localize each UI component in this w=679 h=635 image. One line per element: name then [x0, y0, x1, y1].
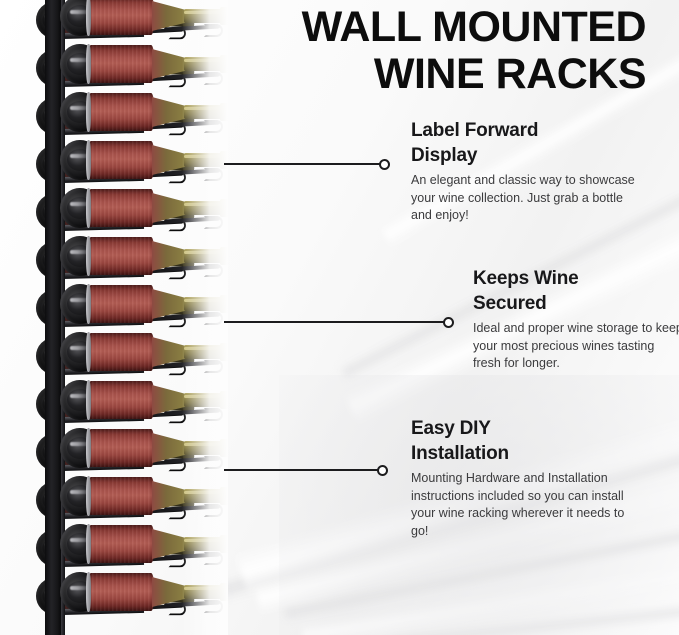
connector-line: [224, 469, 378, 471]
feature-title-line-1: Keeps Wine: [473, 268, 579, 289]
wine-bottle-label: [88, 93, 154, 131]
bottle-label-rim: [86, 44, 91, 84]
connector-dot: [377, 465, 388, 476]
wine-bottle-label: [88, 285, 154, 323]
connector-line: [224, 163, 380, 165]
page-title: WALL MOUNTED WINE RACKS: [228, 3, 647, 98]
feature-block-easy-diy-installation: Easy DIY Installation Mounting Hardware …: [411, 416, 641, 540]
feature-block-label-forward-display: Label Forward Display An elegant and cla…: [411, 118, 641, 225]
callout-connector-3: [224, 465, 390, 476]
product-image-wine-rack: [0, 0, 228, 635]
wine-bottle-label: [88, 189, 154, 227]
bottle-label-rim: [86, 332, 91, 372]
title-line-2: WINE RACKS: [373, 50, 647, 98]
feature-title-line-2: Secured: [473, 293, 547, 314]
wine-bottle-label: [88, 525, 154, 563]
wine-bottle-label: [88, 141, 154, 179]
bottle-label-rim: [86, 572, 91, 612]
wine-bottle-label: [88, 0, 154, 35]
feature-title-line-1: Easy DIY: [411, 418, 491, 439]
connector-line: [224, 321, 444, 323]
wine-bottle-row: [0, 186, 228, 234]
bottle-label-rim: [86, 236, 91, 276]
connector-dot: [443, 317, 454, 328]
feature-block-keeps-wine-secured: Keeps Wine Secured Ideal and proper wine…: [473, 266, 679, 373]
wine-bottle-label: [88, 573, 154, 611]
feature-title-line-1: Label Forward: [411, 120, 539, 141]
feature-body: An elegant and classic way to showcase y…: [411, 173, 635, 222]
photo-edge-fade: [182, 0, 228, 635]
bottle-label-rim: [86, 0, 91, 36]
wine-bottle-label: [88, 429, 154, 467]
bottle-label-rim: [86, 428, 91, 468]
wine-bottle-label: [88, 477, 154, 515]
callout-connector-1: [224, 159, 392, 170]
feature-title: Keeps Wine Secured: [473, 266, 679, 316]
feature-title-line-2: Installation: [411, 443, 509, 464]
callout-connector-2: [224, 317, 456, 328]
wine-bottle-row: [0, 378, 228, 426]
bottle-label-rim: [86, 92, 91, 132]
bottle-label-rim: [86, 140, 91, 180]
wine-bottle-label: [88, 237, 154, 275]
wine-bottle-label: [88, 45, 154, 83]
wine-bottle-label: [88, 381, 154, 419]
bottle-label-rim: [86, 524, 91, 564]
bottle-label-rim: [86, 380, 91, 420]
background-swoosh: [301, 546, 679, 635]
feature-body: Ideal and proper wine storage to keep yo…: [473, 321, 679, 370]
feature-body: Mounting Hardware and Installation instr…: [411, 471, 625, 538]
title-line-1: WALL MOUNTED: [301, 3, 647, 51]
background-shade: [390, 604, 679, 635]
wine-bottle-row: [0, 570, 228, 618]
feature-title-line-2: Display: [411, 145, 478, 166]
connector-dot: [379, 159, 390, 170]
feature-title: Label Forward Display: [411, 118, 641, 168]
bottle-label-rim: [86, 284, 91, 324]
feature-title: Easy DIY Installation: [411, 416, 641, 466]
wine-bottle-label: [88, 333, 154, 371]
bottle-label-rim: [86, 188, 91, 228]
bottle-label-rim: [86, 476, 91, 516]
